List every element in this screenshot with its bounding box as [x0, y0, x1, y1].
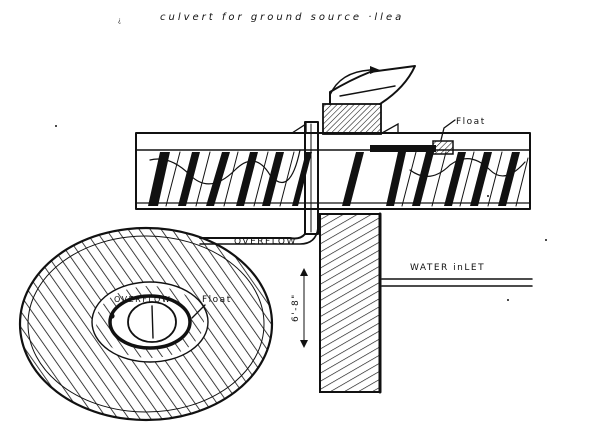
plan-overflow-label: OVERFLOW — [114, 295, 171, 304]
plan-float-label: Float — [202, 295, 232, 305]
access-shaft — [289, 65, 416, 135]
water-inlet-label: WATER inLET — [410, 263, 485, 273]
culvert-shaft — [319, 212, 382, 394]
overflow-pipe — [199, 121, 319, 245]
slab-section — [135, 132, 531, 210]
float-assembly — [370, 119, 456, 155]
depth-label: 6'-8" — [291, 293, 301, 322]
overflow-label: OVERFLOW — [234, 237, 297, 247]
float-label: Float — [456, 117, 486, 127]
drawing-title: culvert for ground source ·llea — [160, 12, 404, 23]
depth-dimension — [300, 268, 308, 348]
corner-mark: ¿ — [118, 17, 123, 24]
plan-view — [18, 226, 274, 422]
water-inlet-pipe — [381, 278, 533, 287]
